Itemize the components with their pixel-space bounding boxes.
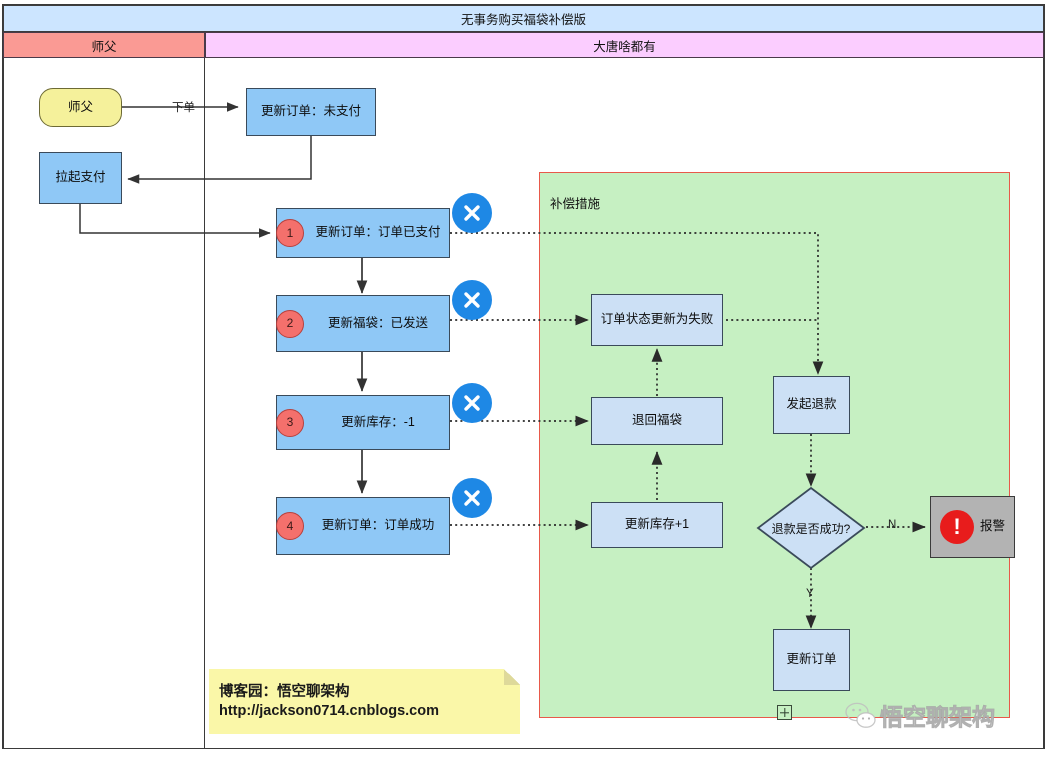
sticky-note[interactable]: 博客园：悟空聊架构 http://jackson0714.cnblogs.com bbox=[209, 669, 520, 734]
node-order-unpaid[interactable]: 更新订单：未支付 bbox=[246, 88, 376, 136]
node-label: 报警 bbox=[979, 519, 1005, 534]
diamond-shape bbox=[756, 486, 866, 570]
edge-label-no: N bbox=[888, 519, 897, 531]
node-label: 退款是否成功? bbox=[771, 521, 851, 536]
note-line-2: http://jackson0714.cnblogs.com bbox=[219, 702, 439, 719]
node-step-4-order-success[interactable]: 4 更新订单：订单成功 bbox=[276, 497, 450, 555]
node-label: 更新订单：订单成功 bbox=[321, 518, 435, 533]
node-invoke-payment[interactable]: 拉起支付 bbox=[39, 152, 122, 204]
x-error-icon-step-4[interactable] bbox=[452, 478, 492, 518]
node-label: 更新库存+1 bbox=[624, 517, 690, 532]
node-return-bag[interactable]: 退回福袋 bbox=[591, 397, 723, 445]
wechat-logo-icon bbox=[845, 702, 876, 728]
step-badge: 3 bbox=[276, 408, 304, 437]
x-error-icon-step-2[interactable] bbox=[452, 280, 492, 320]
lane-body-shifu bbox=[3, 58, 205, 749]
lane-body-datang bbox=[205, 58, 1044, 749]
node-alert[interactable]: ! 报警 bbox=[930, 496, 1015, 558]
node-label: 退回福袋 bbox=[631, 413, 682, 428]
node-label: 更新订单：未支付 bbox=[260, 104, 361, 119]
plus-box-icon[interactable] bbox=[777, 705, 792, 720]
node-start-shifu[interactable]: 师父 bbox=[39, 88, 122, 127]
node-label: 发起退款 bbox=[786, 397, 837, 412]
x-error-icon-step-3[interactable] bbox=[452, 383, 492, 423]
watermark-text: 悟空聊架构 bbox=[880, 704, 996, 731]
lane-header-shifu: 师父 bbox=[3, 32, 205, 58]
exclamation-icon: ! bbox=[939, 510, 974, 544]
node-initiate-refund[interactable]: 发起退款 bbox=[773, 376, 850, 434]
x-error-icon-step-1[interactable] bbox=[452, 193, 492, 233]
note-line-1: 博客园：悟空聊架构 bbox=[219, 683, 350, 700]
edge-label-yes: Y bbox=[806, 588, 814, 600]
compensation-group-label: 补偿措施 bbox=[550, 197, 601, 211]
node-stock-plus-one[interactable]: 更新库存+1 bbox=[591, 502, 723, 548]
edge-label-place-order: 下单 bbox=[172, 102, 195, 114]
node-order-status-failed[interactable]: 订单状态更新为失败 bbox=[591, 294, 723, 346]
note-fold-corner bbox=[504, 669, 520, 685]
node-update-order[interactable]: 更新订单 bbox=[773, 629, 850, 691]
node-step-3-stock-minus-one[interactable]: 3 更新库存：-1 bbox=[276, 395, 450, 450]
lane-header-datang: 大唐啥都有 bbox=[205, 32, 1044, 58]
node-label: 师父 bbox=[67, 99, 93, 114]
node-decision-refund-success[interactable]: 退款是否成功? bbox=[756, 486, 866, 570]
node-label: 更新订单：订单已支付 bbox=[315, 225, 441, 240]
pool-title: 无事务购买福袋补偿版 bbox=[3, 5, 1044, 32]
step-badge: 4 bbox=[276, 512, 304, 540]
node-label: 更新订单 bbox=[786, 652, 837, 667]
step-badge: 2 bbox=[276, 309, 304, 338]
node-step-2-bag-sent[interactable]: 2 更新福袋：已发送 bbox=[276, 295, 450, 352]
node-step-1-order-paid[interactable]: 1 更新订单：订单已支付 bbox=[276, 208, 450, 258]
step-badge: 1 bbox=[276, 219, 304, 247]
node-label: 更新库存：-1 bbox=[341, 414, 415, 429]
node-label: 订单状态更新为失败 bbox=[600, 312, 714, 327]
node-label: 拉起支付 bbox=[55, 170, 106, 185]
node-label: 更新福袋：已发送 bbox=[327, 315, 428, 330]
